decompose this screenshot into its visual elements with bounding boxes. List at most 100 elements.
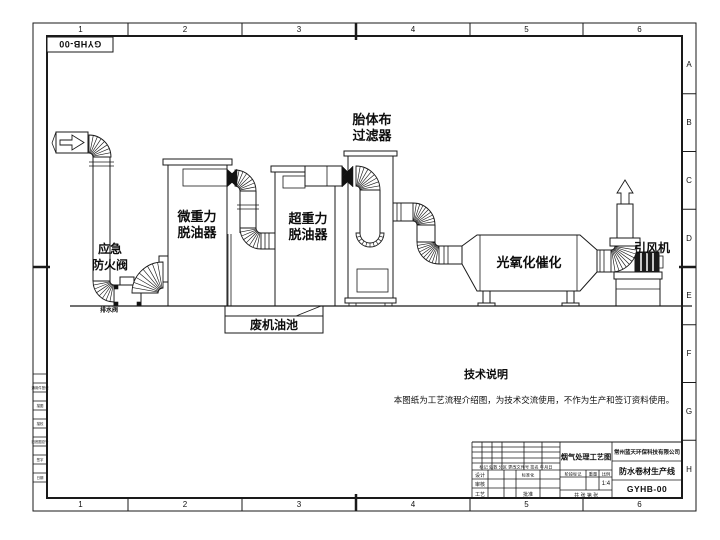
corner-code-box: GYHB-00 <box>58 39 102 50</box>
ruler-cell-right-G: G <box>685 406 693 416</box>
titleblock-process-label: 工艺 <box>472 488 488 498</box>
margin-label-text: 签字 <box>36 458 44 463</box>
margin-label-text: 通用件登记 <box>31 386 49 391</box>
elbow-fitting <box>131 261 164 294</box>
fire-valve-cap <box>119 276 135 286</box>
ruler-cell-right-F: F <box>686 349 692 359</box>
weight-label-text: 重量 <box>588 472 597 477</box>
elbow-spoke <box>98 283 112 297</box>
micro-gravity-deoiler <box>167 164 228 307</box>
damper-triangle <box>341 165 354 188</box>
elbow-spoke <box>356 166 361 187</box>
ruler-cell-bottom-5: 5 <box>524 500 529 509</box>
elbow-spoke <box>249 232 259 246</box>
exhaust-stack <box>616 203 634 239</box>
elbow-spoke <box>133 282 159 292</box>
elbow-spoke <box>425 245 437 260</box>
elbow-spoke <box>416 217 435 225</box>
margin-label: 描校 <box>33 419 47 428</box>
elbow-spoke <box>358 238 363 242</box>
elbow-spoke <box>239 186 256 191</box>
elbow-spoke <box>89 135 94 154</box>
margin-label-text: 日期 <box>36 476 44 481</box>
elbow-spoke <box>428 245 438 262</box>
label-photo-oxidation-catalysis: 光氧化催化 <box>496 255 562 270</box>
elbow-spoke <box>417 242 436 246</box>
elbow-spoke <box>419 243 436 253</box>
margin-label: 描图 <box>33 401 47 410</box>
revision-header-text: 标记 处数 分区 更改文件号 签名 年月日 <box>479 465 553 470</box>
elbow-spoke <box>241 229 257 237</box>
elbow-spoke <box>240 228 257 233</box>
label-induced-draft-fan: 引风机 <box>633 241 670 255</box>
ruler-cell-right-A: A <box>686 60 692 70</box>
titleblock-scale-label: 比例 <box>599 470 612 477</box>
label-emergency-fire-valve: 应急 防火阀 <box>91 242 128 272</box>
elbow-spoke <box>613 248 630 265</box>
fan-stand <box>615 278 661 307</box>
titleblock-company: 常州蓝天环保科技有限公司 <box>612 442 682 461</box>
ruler-cell-top-3: 3 <box>296 25 302 34</box>
elbow-spoke <box>614 248 633 262</box>
label-micro-gravity-deoiler: 微重力 脱油器 <box>177 209 217 240</box>
elbow-spoke <box>90 136 98 154</box>
filter-base <box>344 297 397 304</box>
titleblock-drawing-number: GYHB-00 <box>626 484 668 494</box>
vessel-leg <box>566 290 575 304</box>
elbow-fitting <box>355 165 381 191</box>
titleblock-stage-label: 阶段标记 <box>560 470 586 477</box>
margin-label: 通用件登记 <box>31 383 49 392</box>
elbow-spoke <box>372 242 375 247</box>
elbow-spoke <box>356 235 361 238</box>
label-waste-oil-pool: 废机油池 <box>249 318 298 332</box>
sheet-info-text: 共 张 第 张 <box>573 492 599 498</box>
margin-label: 签字 <box>33 455 47 464</box>
elbow-spoke <box>416 214 433 224</box>
ruler-cell-right-C: C <box>686 175 692 185</box>
elbow-spoke <box>415 207 427 222</box>
scale-label-text: 比例 <box>601 472 610 477</box>
elbow-spoke <box>611 249 616 272</box>
elbow-spoke <box>90 138 102 154</box>
elbow-spoke <box>102 284 113 299</box>
ruler-cell-bottom-4: 4 <box>410 500 416 509</box>
elbow-spoke <box>614 246 636 255</box>
design-label-text: 设计 <box>475 472 485 479</box>
elbow-spoke <box>614 247 635 259</box>
ruler-cell-bottom-1: 1 <box>78 500 83 509</box>
margin-label: 旧底图总号 <box>31 437 49 446</box>
elbow-spoke <box>237 173 247 187</box>
elbow-spoke <box>243 230 257 240</box>
margin-label-text: 描校 <box>36 422 44 427</box>
elbow-spoke <box>256 232 261 249</box>
elbow-spoke <box>357 167 365 187</box>
elbow-spoke <box>413 203 417 222</box>
ruler-cell-right-B: B <box>686 118 692 128</box>
titleblock-weight-label: 重量 <box>586 470 599 477</box>
titleblock-design-label: 设计 <box>472 470 488 479</box>
margin-label-text: 旧底图总号 <box>31 440 49 445</box>
label-super-gravity-deoiler: 超重力 脱油器 <box>288 211 328 242</box>
filter-cap <box>343 150 398 157</box>
elbow-spoke <box>357 169 369 187</box>
company-text: 常州蓝天环保科技有限公司 <box>614 449 680 456</box>
ruler-cell-right-H: H <box>686 464 692 474</box>
scale-value-text: 1:4 <box>601 480 610 487</box>
elbow-spoke <box>379 235 384 238</box>
ruler-cell-bottom-3: 3 <box>296 500 302 509</box>
ruler-cell-top-2: 2 <box>182 25 188 34</box>
elbow-spoke <box>236 171 244 187</box>
elbow-spoke <box>359 185 380 190</box>
elbow-spoke <box>96 282 111 293</box>
titleblock-scale-value: 1:4 <box>599 477 612 490</box>
elbow-spoke <box>92 148 110 156</box>
elbow-spoke <box>415 209 429 223</box>
elbow-spoke <box>431 245 439 264</box>
elbow-spoke <box>423 244 437 258</box>
elbow-spoke <box>413 203 421 222</box>
fan-base <box>613 271 663 280</box>
exhaust-arrow <box>616 179 634 205</box>
corner-code-frame <box>46 36 114 53</box>
vessel-leg <box>482 290 491 304</box>
